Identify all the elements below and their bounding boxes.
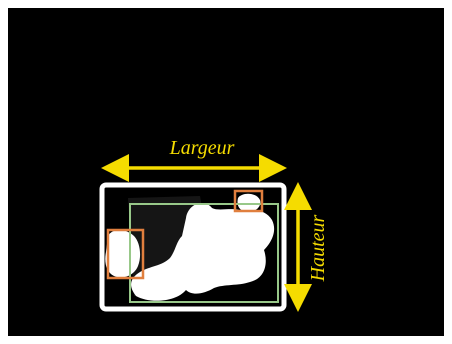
object-blob-tiny [237, 193, 261, 212]
object-blob-small [105, 230, 141, 278]
inner-green-box [129, 203, 279, 303]
detail-box-left [106, 228, 145, 280]
width-label: Largeur [169, 137, 235, 159]
background-panel [8, 8, 444, 336]
height-label: Hauteur [307, 214, 329, 282]
object-blob [131, 203, 275, 301]
detail-box-top-right [233, 189, 264, 213]
